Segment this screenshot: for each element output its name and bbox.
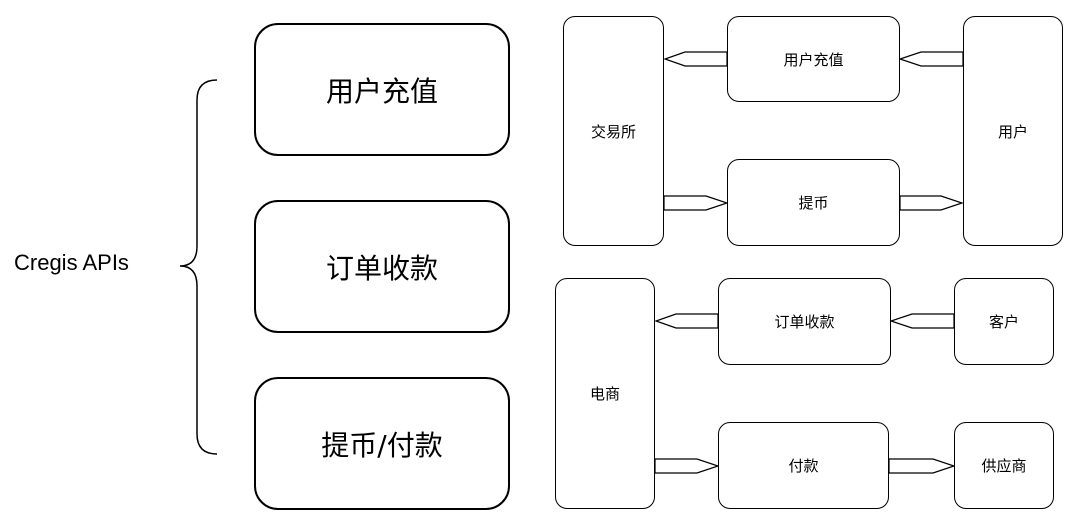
node-withdraw: 提币 [727, 159, 900, 246]
arrow-order-to-merchant [654, 313, 719, 329]
api-box-deposit: 用户充值 [254, 23, 510, 156]
arrow-withdraw-to-user [899, 195, 964, 211]
api-box-withdraw-payout: 提币/付款 [254, 377, 510, 510]
node-user: 用户 [963, 16, 1063, 246]
api-box-label: 订单收款 [325, 251, 438, 285]
api-box-label: 用户充值 [325, 74, 438, 108]
arrow-exchange-to-withdraw [663, 195, 729, 211]
node-exchange: 交易所 [563, 16, 664, 246]
api-box-order-payment: 订单收款 [254, 200, 510, 333]
node-supplier: 供应商 [954, 422, 1054, 509]
api-box-label: 提币/付款 [321, 428, 443, 462]
arrow-merchant-to-payout [654, 458, 720, 474]
arrow-customer-to-order [889, 313, 955, 329]
arrow-deposit-to-exchange [663, 51, 728, 67]
arrow-payout-to-supplier [888, 458, 956, 474]
curly-brace [179, 79, 218, 455]
node-merchant: 电商 [555, 278, 655, 509]
node-payout: 付款 [718, 422, 889, 509]
arrow-user-to-deposit [898, 51, 964, 67]
node-order-payment: 订单收款 [718, 278, 891, 365]
node-deposit: 用户充值 [727, 16, 900, 102]
cregis-apis-label: Cregis APIs [14, 250, 129, 275]
node-customer: 客户 [954, 278, 1054, 365]
